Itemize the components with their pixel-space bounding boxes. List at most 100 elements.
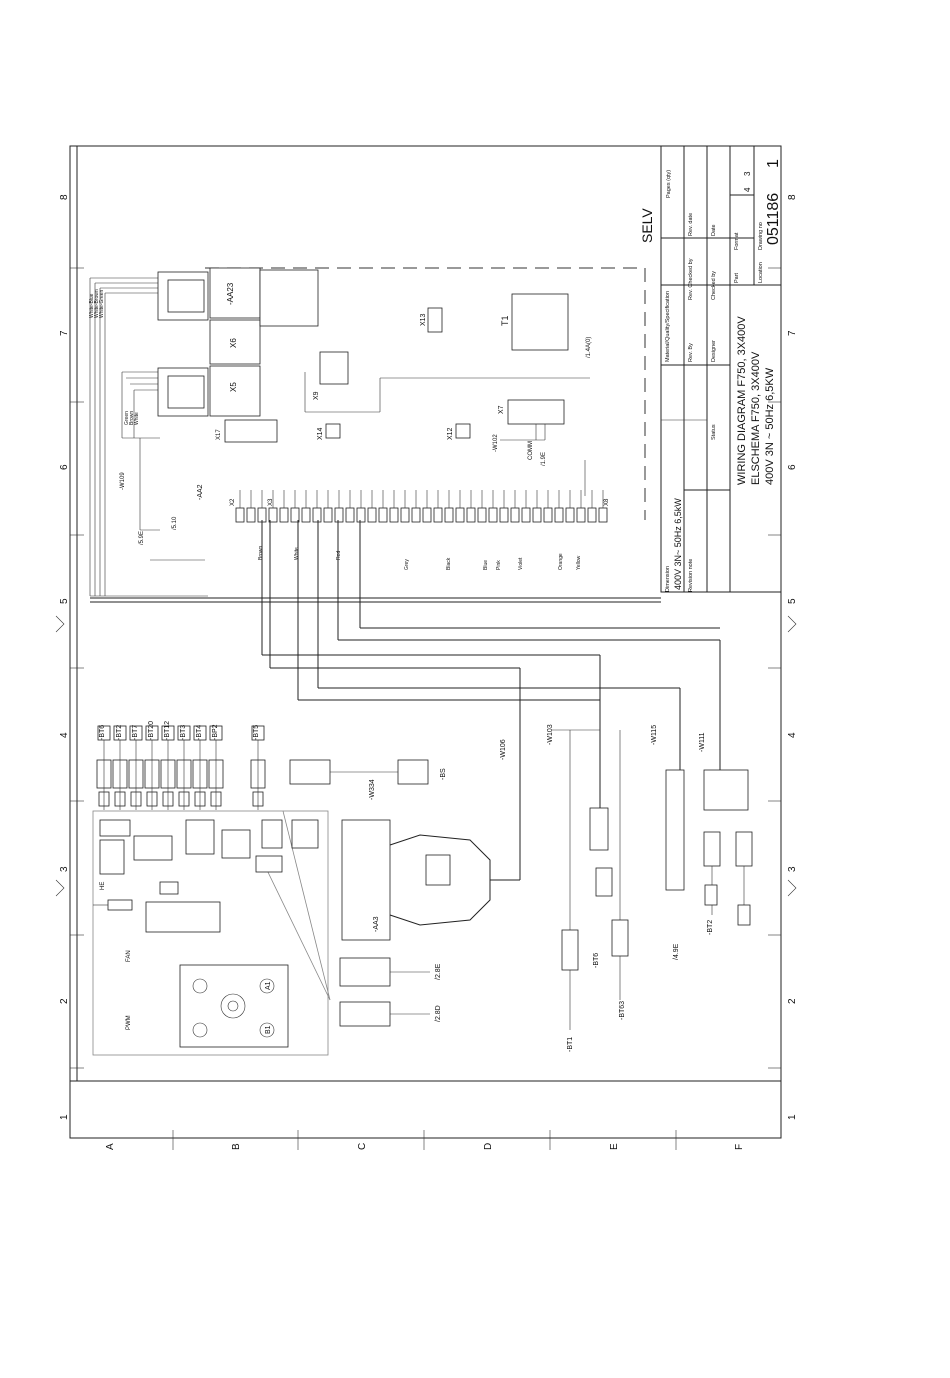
terminal-pin — [565, 507, 575, 523]
component-aa23: -AA23 — [226, 282, 235, 305]
ruler-columns-left: 8 7 6 5 4 3 2 1 — [59, 194, 70, 1120]
ruler-row-d: D — [483, 1143, 494, 1150]
sensor-bp2: -BP2 — [212, 724, 219, 740]
ref-1-4a: /1.4A(0) — [586, 337, 592, 358]
title-label-dimension: Dimension — [665, 566, 671, 592]
ruler-col-8-right: 8 — [787, 194, 798, 200]
ref-5-9e: /5.9E — [139, 531, 145, 545]
control-board-parts — [304, 293, 590, 496]
component-x9: X9 — [313, 391, 320, 400]
ruler-rows: A B C D E F — [105, 1143, 745, 1150]
terminal-colour-orange: Orange — [558, 553, 564, 570]
sensor-bt3: -BT3 — [180, 725, 187, 740]
terminal-pin — [422, 507, 432, 523]
ruler-col-3-right: 3 — [787, 866, 798, 872]
board-label-pwm: PWM — [126, 1015, 132, 1030]
title-label-rev-checked-by: Rev. Checked by — [688, 258, 694, 300]
ruler-row-e: E — [609, 1143, 620, 1150]
ruler-col-2-right: 2 — [787, 998, 798, 1004]
board-label-he: HE — [100, 882, 106, 890]
wire-colour-white-blue: White-Blue — [89, 293, 95, 318]
component-x13: X13 — [420, 313, 427, 326]
sensor-harness — [261, 520, 721, 881]
title-label-part: Part — [734, 272, 740, 283]
title-label-rev-by: Rev. By — [688, 343, 694, 362]
title-label-rev-date: Rev. date — [688, 213, 694, 236]
terminal-pin — [356, 507, 366, 523]
terminal-pin — [554, 507, 564, 523]
terminal-x2: X2 — [230, 498, 236, 506]
sensor-bt20: -BT20 — [148, 721, 155, 740]
ref-2-8d: /2.8D — [435, 1005, 442, 1022]
w103-branch — [552, 729, 629, 1030]
terminal-colour-yellow: Yellow — [576, 555, 582, 570]
terminal-colour-grey: Grey — [404, 559, 410, 570]
wire-w106: -W106 — [500, 739, 507, 760]
selv-label: SELV — [639, 208, 655, 243]
sensor-bt4: -BT4 — [196, 725, 203, 740]
drawing-frame — [55, 145, 797, 1150]
ruler-col-1-right: 1 — [787, 1114, 798, 1120]
component-t1: T1 — [500, 315, 510, 326]
ruler-col-7-left: 7 — [59, 330, 70, 336]
terminal-x3: X3 — [268, 498, 274, 506]
component-aa3: -AA3 — [373, 916, 380, 932]
sensor-bt63: -BT63 — [619, 1001, 626, 1020]
component-x6: X6 — [229, 338, 238, 348]
component-x5: X5 — [229, 382, 238, 392]
terminal-pin — [257, 507, 267, 523]
control-board-aa3 — [92, 810, 331, 1056]
ruler-col-1-left: 1 — [59, 1114, 70, 1120]
ruler-row-a: A — [105, 1143, 116, 1150]
terminal-pin — [488, 507, 498, 523]
ruler-col-8-left: 8 — [59, 194, 70, 200]
terminal-pin — [312, 507, 322, 523]
board-label-fan: FAN — [126, 950, 132, 962]
ruler-row-b: B — [231, 1143, 242, 1150]
ruler-col-3-left: 3 — [59, 866, 70, 872]
sensor-bt7: -BT7 — [132, 725, 139, 740]
terminal-pin — [279, 507, 289, 523]
ref-1-9e: /1.9E — [541, 452, 547, 466]
title-label-drawing-no: Drawing no — [758, 222, 764, 250]
terminal-pin — [235, 507, 245, 523]
diagram-title-supply: 400V 3N ~ 50Hz 6,5KW — [764, 367, 776, 485]
component-bs: -BS — [440, 768, 447, 780]
ruler-col-5-right: 5 — [787, 598, 798, 604]
ruler-col-2-left: 2 — [59, 998, 70, 1004]
component-x12: X12 — [447, 427, 454, 440]
terminal-pin — [576, 507, 586, 523]
terminal-pin — [400, 507, 410, 523]
terminal-pin — [444, 507, 454, 523]
connector-group-top — [157, 267, 319, 443]
title-label-designer: Designer — [711, 340, 717, 362]
component-x7: X7 — [498, 405, 505, 414]
terminal-pin — [510, 507, 520, 523]
sensor-bt1: -BT1 — [567, 1037, 574, 1052]
terminal-pin — [543, 507, 553, 523]
diagram-title-sv: ELSCHEMA F750, 3X400V — [750, 351, 762, 485]
sheet-number: 3 — [743, 171, 752, 176]
terminal-pin — [411, 507, 421, 523]
title-block: Pages (qty) Rev. date Date Rev. Checked … — [660, 145, 782, 593]
sensor-bt12: -BT12 — [164, 721, 171, 740]
ruler-col-6-left: 6 — [59, 464, 70, 470]
wire-colour-brown: Brown — [129, 411, 135, 425]
terminal-pin — [532, 507, 542, 523]
wire-colour-white-green: White-Green — [99, 289, 105, 318]
connector-aa3-x1 — [339, 819, 491, 1027]
terminal-colour-red: Red — [336, 551, 342, 560]
ref-4-9e: /4.9E — [673, 943, 680, 960]
terminal-pin — [268, 507, 278, 523]
ref-5-10: /5.10 — [172, 516, 178, 530]
terminal-pin — [455, 507, 465, 523]
terminal-pin — [466, 507, 476, 523]
terminal-pin — [290, 507, 300, 523]
ref-2-8e: /2.8E — [435, 963, 442, 980]
wire-w109: -W109 — [120, 472, 126, 490]
terminal-pin — [323, 507, 333, 523]
terminal-wire-colours: Brown White Red Grey Black Blue Pink Vio… — [258, 546, 582, 570]
terminal-pin — [389, 507, 399, 523]
terminal-colour-white: White — [294, 547, 300, 560]
